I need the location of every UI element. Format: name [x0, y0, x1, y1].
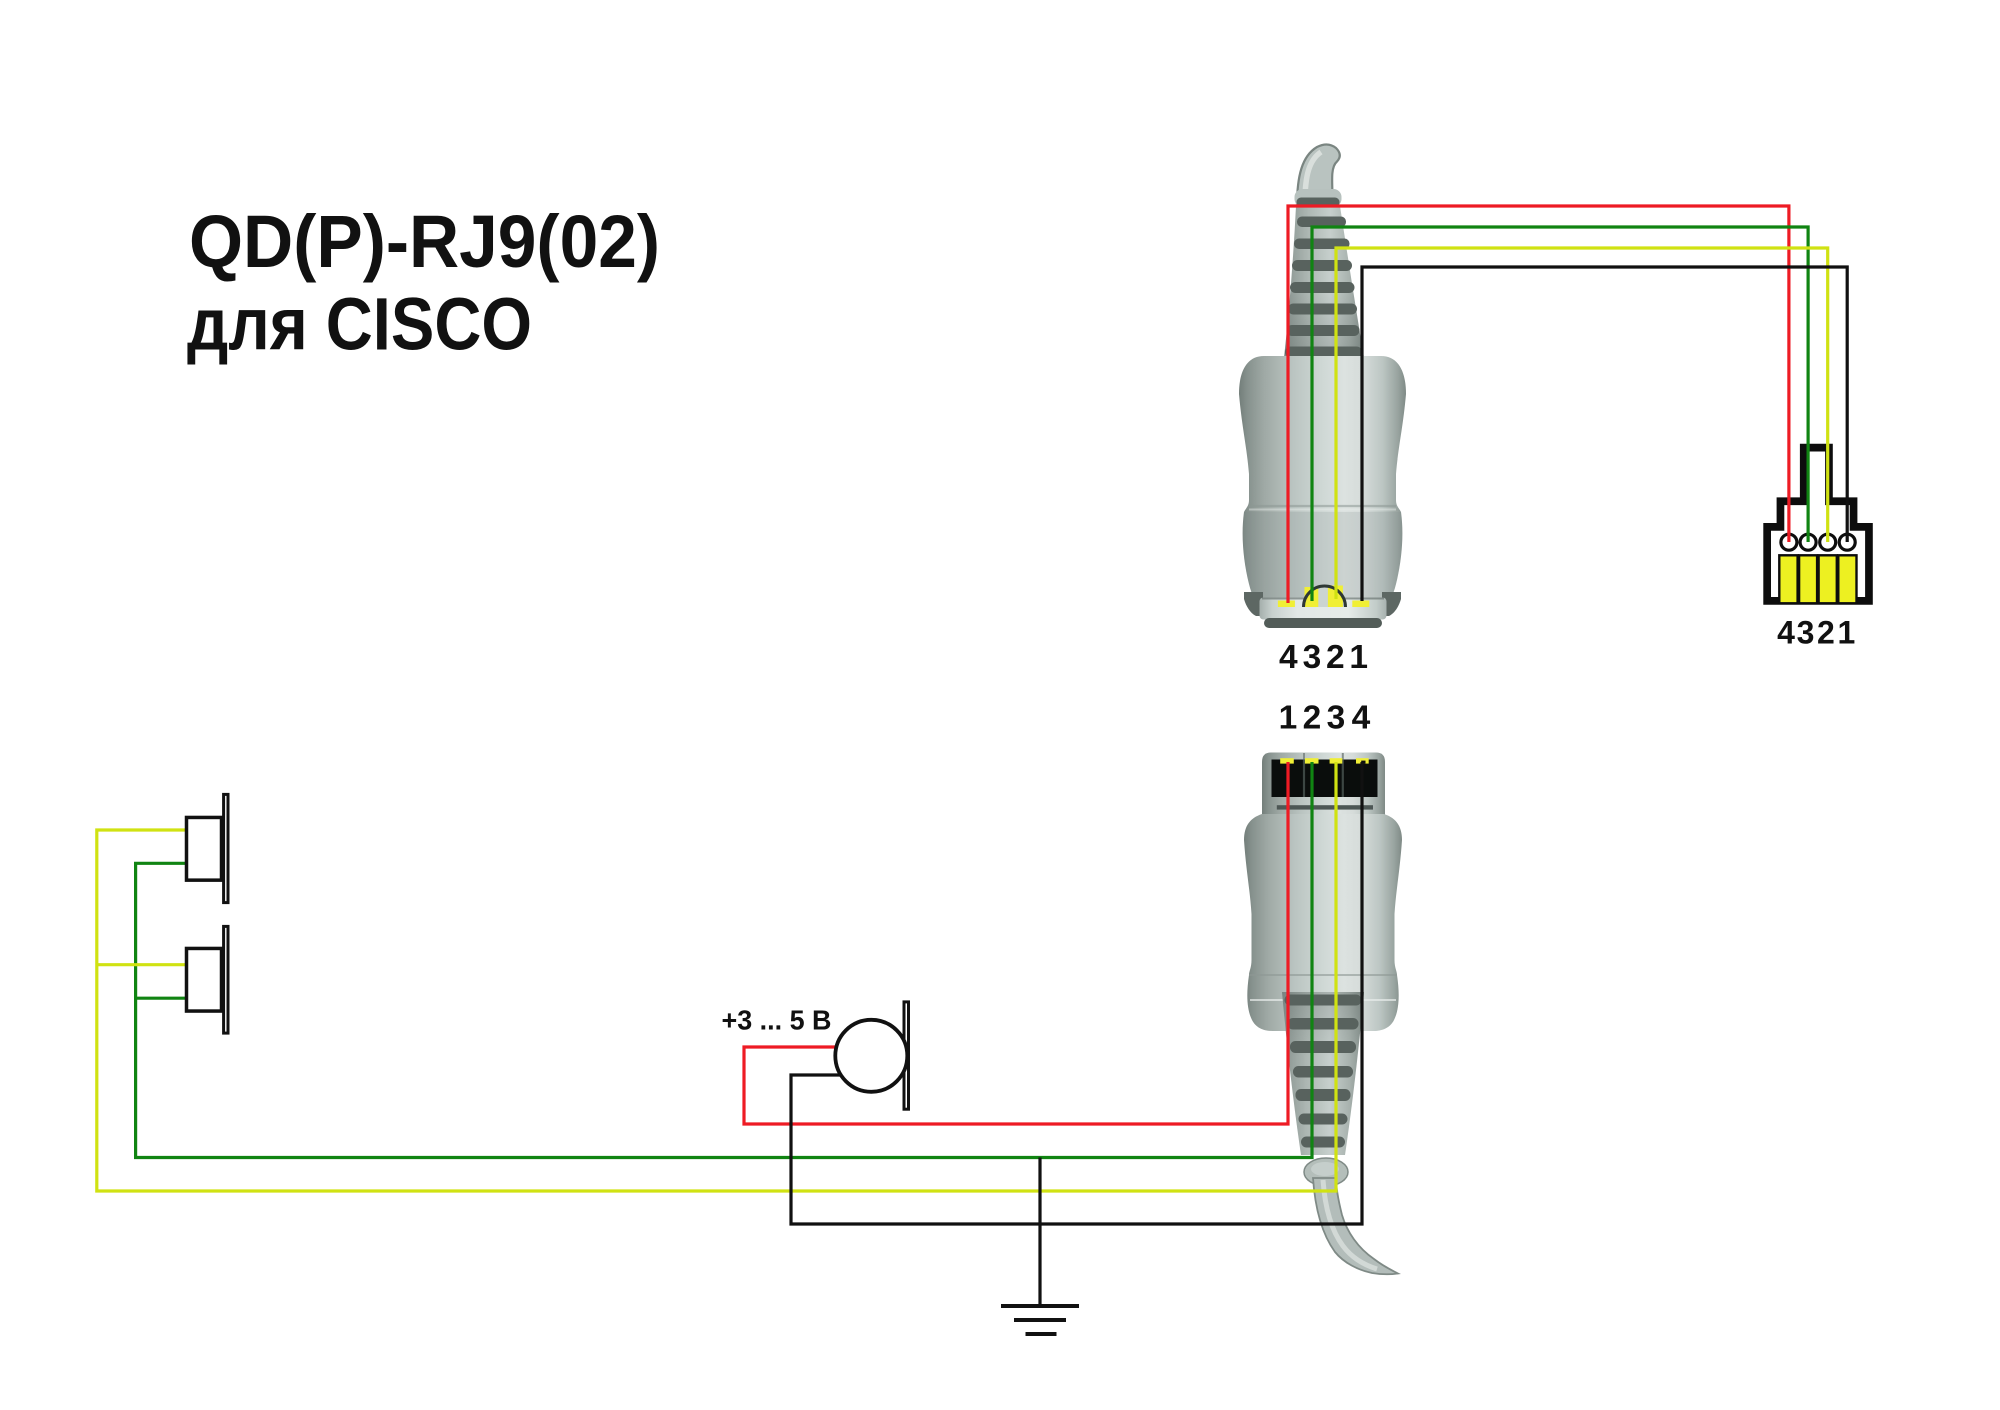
svg-text:4: 4 — [1279, 639, 1298, 676]
svg-text:4: 4 — [1777, 615, 1795, 651]
svg-text:3: 3 — [1327, 700, 1346, 737]
svg-text:1: 1 — [1838, 615, 1856, 651]
svg-text:3: 3 — [1303, 639, 1322, 676]
svg-text:2: 2 — [1303, 700, 1322, 737]
svg-text:3: 3 — [1797, 615, 1815, 651]
svg-text:1: 1 — [1279, 700, 1298, 737]
svg-text:+3 ... 5 В: +3 ... 5 В — [722, 1005, 832, 1036]
svg-text:2: 2 — [1326, 639, 1345, 676]
svg-text:QD(P)-RJ9(02): QD(P)-RJ9(02) — [189, 200, 660, 283]
svg-text:4: 4 — [1352, 700, 1371, 737]
svg-text:2: 2 — [1817, 615, 1835, 651]
svg-text:1: 1 — [1349, 639, 1368, 676]
svg-text:для CISCO: для CISCO — [187, 283, 532, 366]
